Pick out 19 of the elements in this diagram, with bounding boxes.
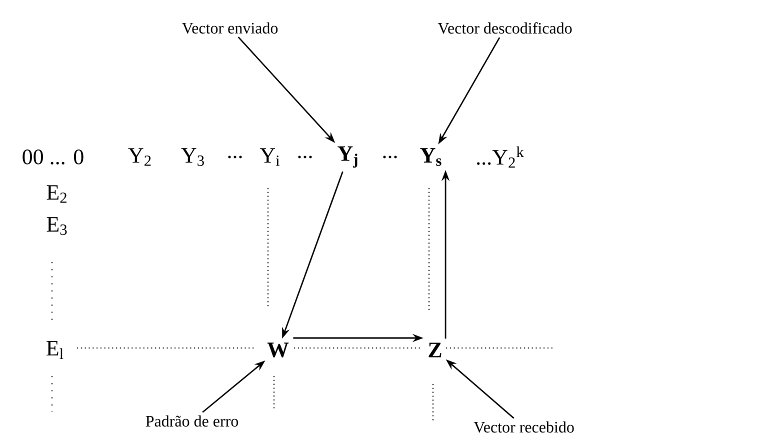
symbol-label: Y$_{2}$	[128, 148, 151, 166]
vector-symbol: Y$_{s}$	[420, 148, 442, 166]
symbol-label: ...	[298, 156, 312, 158]
leader-text: Padrão de erro	[146, 415, 238, 427]
vector-symbol: W	[267, 342, 289, 358]
symbol-label: ...Y$_{2}$k	[477, 146, 524, 168]
symbol-label: E$_{2}$	[46, 185, 66, 203]
symbol-label: ...	[228, 156, 242, 158]
leader-text: Vector recebido	[474, 421, 574, 433]
symbol-label: 00 ... 0	[22, 150, 84, 164]
vector-symbol: Z	[428, 342, 442, 358]
symbol-label: E$_{3}$	[46, 217, 67, 235]
leader-text: Vector descodificado	[438, 22, 572, 34]
symbol-label: Y$_{i}$	[260, 148, 280, 166]
vector-symbol: Y$_{j}$	[338, 146, 358, 168]
symbol-label: ...	[383, 156, 397, 158]
symbol-label: Y$_{3}$	[181, 148, 204, 166]
symbol-label: E$_{l}$	[46, 341, 64, 359]
leader-text: Vector enviado	[182, 22, 278, 34]
